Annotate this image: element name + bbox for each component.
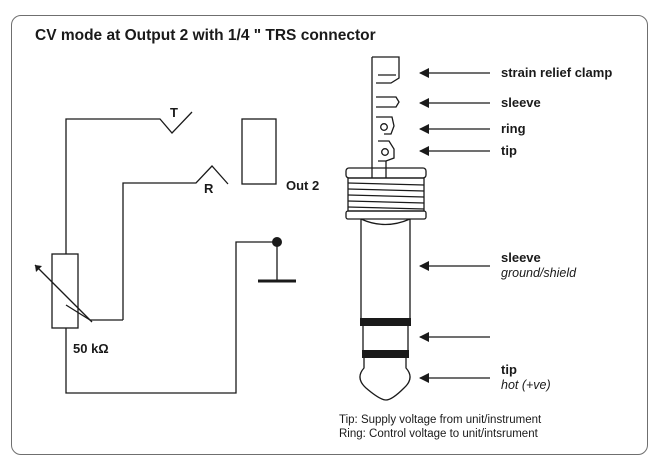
label-strain-relief-clamp: strain relief clamp [501,65,613,80]
plug-insulator-2 [362,350,409,358]
label-tip-top: tip [501,143,517,158]
pot-variable-arrow [34,264,93,323]
output-label: Out 2 [286,178,320,193]
note-tip: Tip: Supply voltage from unit/instrument [339,414,542,426]
label-hot: hot (+ve) [501,378,551,392]
sleeve-wire [65,241,277,394]
ring-contact-label: R [204,181,214,196]
diagram-title: CV mode at Output 2 with 1/4 " TRS conne… [35,27,376,44]
plug-insulator-1 [360,318,411,326]
tip-contact-label: T [170,105,178,120]
label-sleeve-bottom: sleeve [501,250,541,265]
potentiometer-label: 50 kΩ [73,341,109,356]
diagram-panel [11,15,648,455]
note-ring: Ring: Control voltage to unit/intsrument [339,428,538,440]
label-ground-shield: ground/shield [501,266,577,280]
wiper-wire [65,304,123,321]
potentiometer [51,253,79,329]
ring-wire [122,165,229,320]
out2-box [241,118,277,185]
ground-node [272,237,282,247]
label-sleeve-top: sleeve [501,95,541,110]
tip-wire [65,111,193,254]
trs-plug-drawing [345,56,427,401]
label-tip-bottom: tip [501,362,517,377]
label-ring: ring [501,121,526,136]
